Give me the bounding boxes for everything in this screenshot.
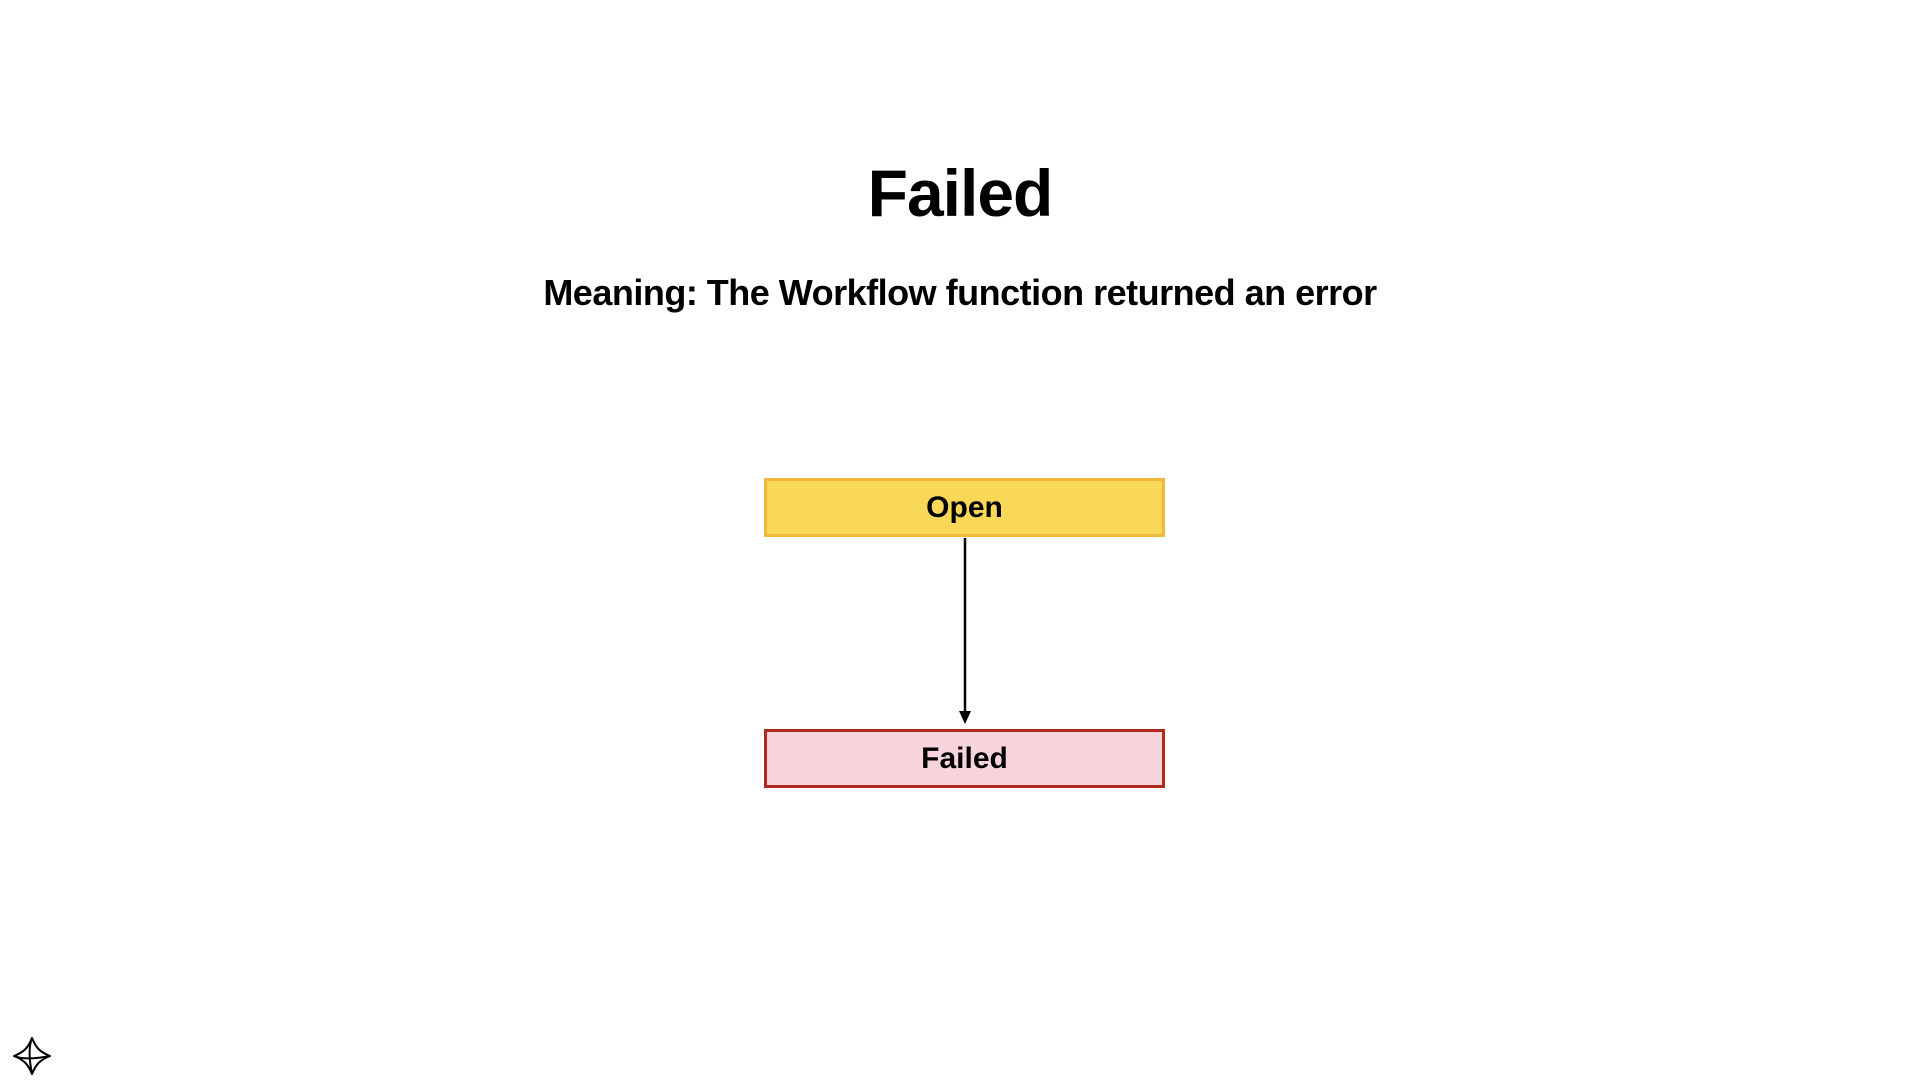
state-node-failed-label: Failed	[921, 741, 1008, 775]
slide-subtitle: Meaning: The Workflow function returned …	[543, 272, 1377, 313]
slide-title: Failed	[867, 156, 1054, 230]
state-node-open: Open	[764, 478, 1165, 537]
state-node-open-label: Open	[926, 490, 1003, 524]
transition-arrow-head	[959, 711, 971, 724]
state-node-failed: Failed	[764, 729, 1165, 788]
temporal-logo-icon	[13, 1037, 51, 1075]
